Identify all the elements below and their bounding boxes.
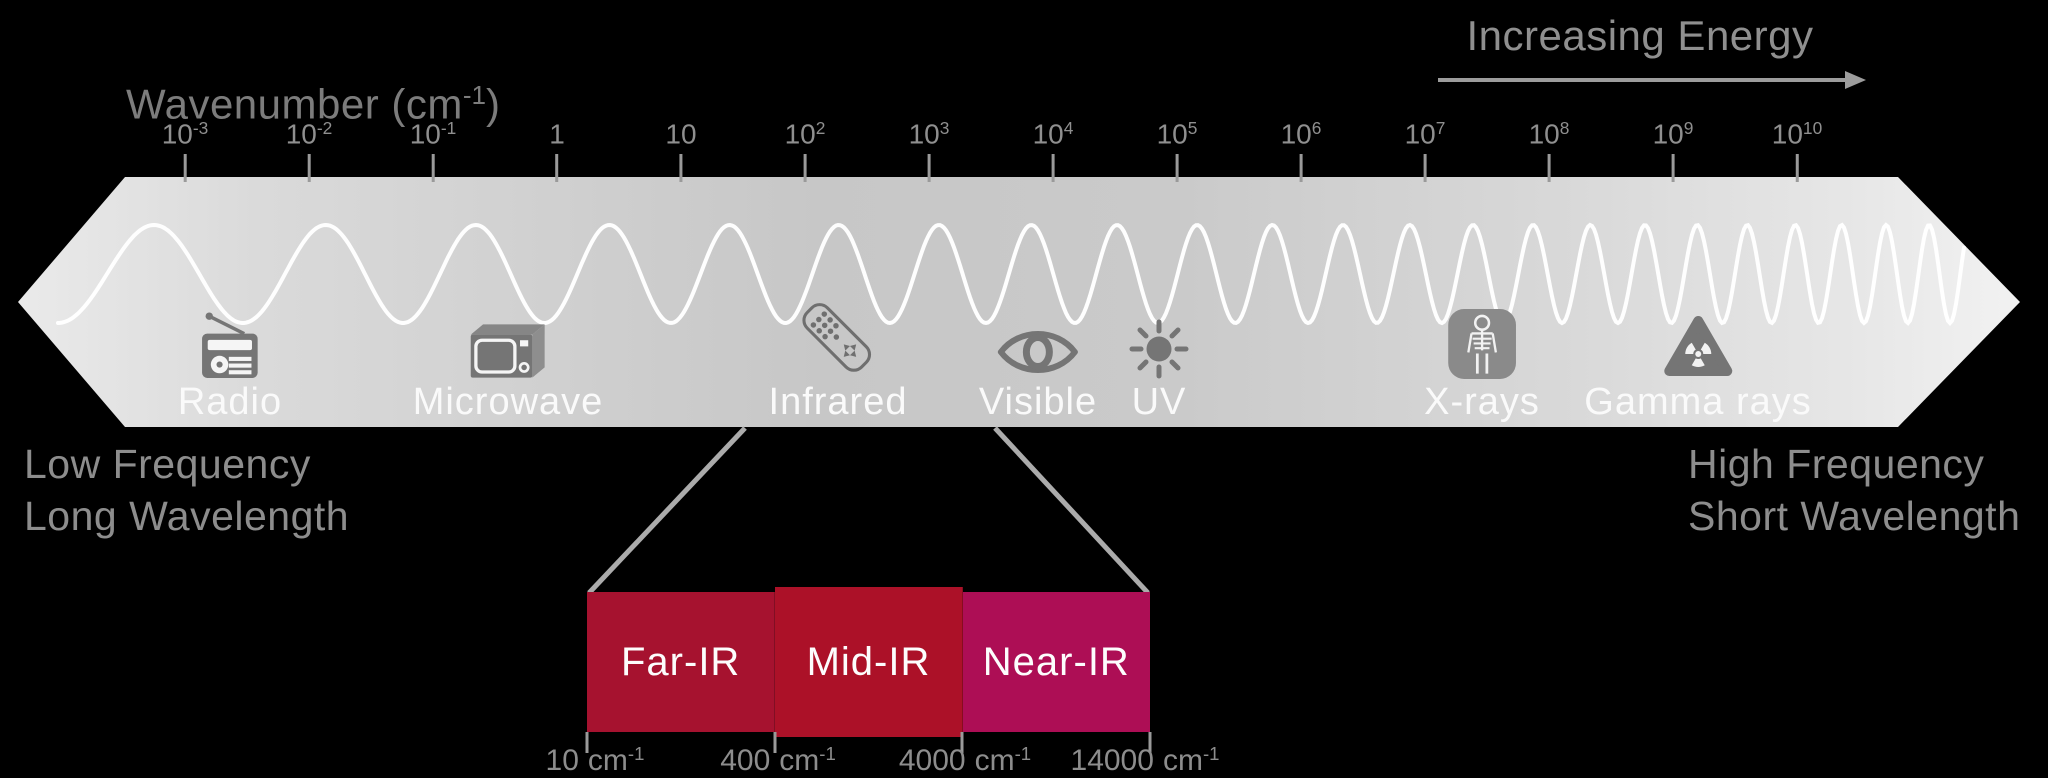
microwave-icon [413, 292, 604, 380]
scale-tick-1e-2: 10-2 [286, 112, 332, 182]
radio-icon [178, 292, 282, 380]
scale-tick-1e8: 108 [1529, 112, 1569, 182]
arrowhead-icon [1845, 71, 1866, 89]
high-frequency-caption: High Frequency Short Wavelength [1688, 438, 2020, 542]
region-label-infrared: Infrared [768, 381, 908, 423]
scale-tick-1e4: 104 [1033, 112, 1073, 182]
region-xrays: X-rays [1424, 292, 1540, 424]
region-visible: Visible [979, 292, 1097, 424]
wavenumber-title-sup: -1 [462, 80, 487, 110]
region-gamma: Gamma rays [1584, 292, 1811, 424]
scale-tick-10: 10 [665, 112, 697, 182]
region-microwave: Microwave [413, 292, 604, 424]
region-label-microwave: Microwave [412, 381, 604, 423]
region-label-gamma: Gamma rays [1584, 381, 1812, 423]
scale-tick-1e7: 107 [1405, 112, 1445, 182]
ir-callout: Far-IR Mid-IR Near-IR [587, 587, 1150, 737]
leader-line-right [993, 426, 1150, 595]
caption-line: High Frequency [1688, 441, 1985, 487]
increasing-energy-label: Increasing Energy [1466, 12, 1814, 59]
scale-tick-1: 1 [549, 112, 565, 182]
scale-tick-1e6: 106 [1281, 112, 1321, 182]
sine-wave-chirp [56, 222, 1966, 327]
xray-skeleton-icon [1424, 292, 1540, 380]
region-uv: UV [1128, 292, 1190, 424]
region-label-xrays: X-rays [1424, 381, 1540, 423]
scale-tick-1e5: 105 [1157, 112, 1197, 182]
ir-axis-tick [585, 732, 589, 753]
low-frequency-caption: Low Frequency Long Wavelength [24, 438, 349, 542]
scale-tick-1e10: 1010 [1772, 112, 1822, 182]
scale-tick-1e3: 103 [909, 112, 949, 182]
region-label-visible: Visible [978, 381, 1098, 423]
scale-tick-1e9: 109 [1653, 112, 1693, 182]
region-label-radio: Radio [177, 381, 283, 423]
scale-tick-1e-3: 10-3 [162, 112, 208, 182]
caption-line: Low Frequency [24, 441, 311, 487]
radiation-icon [1584, 292, 1811, 380]
caption-line: Short Wavelength [1688, 493, 2021, 539]
remote-control-icon [769, 292, 908, 380]
wavenumber-title-text: Wavenumber (cm [126, 80, 463, 128]
region-infrared: Infrared [769, 292, 908, 424]
ir-axis-tick [773, 732, 777, 753]
wavenumber-title-close: ) [486, 80, 501, 128]
scale-tick-1e2: 102 [785, 112, 825, 182]
scale-tick-1e-1: 10-1 [410, 112, 456, 182]
region-label-uv: UV [1131, 381, 1187, 423]
region-radio: Radio [178, 292, 282, 424]
ir-axis-tick [1148, 732, 1152, 753]
wavenumber-axis-title: Wavenumber (cm-1) [126, 80, 501, 128]
ir-band-near: Near-IR [962, 592, 1150, 732]
leader-line-left [587, 426, 747, 595]
ir-axis-tick [960, 732, 964, 753]
ir-band-far: Far-IR [587, 592, 776, 732]
sun-icon [1128, 292, 1190, 380]
caption-line: Long Wavelength [24, 493, 350, 539]
eye-icon [979, 292, 1097, 380]
ir-band-mid: Mid-IR [775, 587, 963, 737]
